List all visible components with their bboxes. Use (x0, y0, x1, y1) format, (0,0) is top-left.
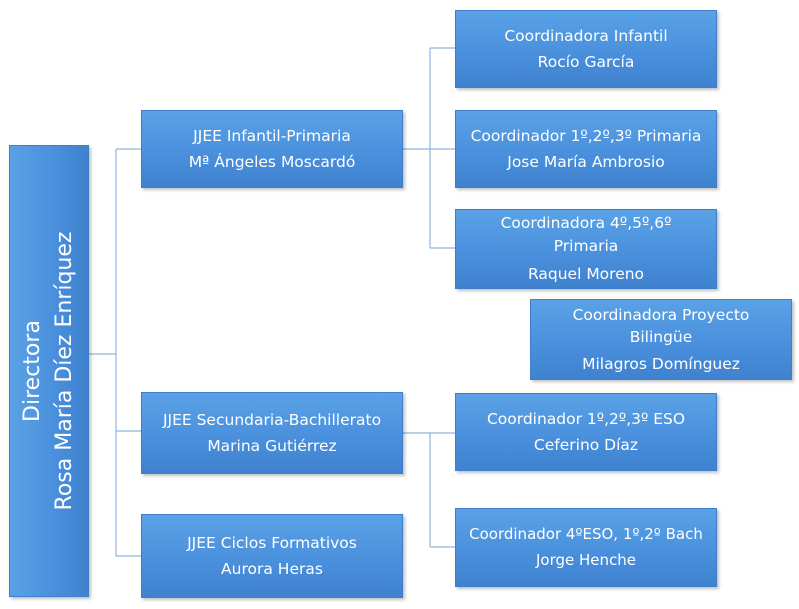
box-person: Jorge Henche (535, 550, 637, 569)
coordinadora-infantil-box: Coordinadora Infantil Rocío García (455, 10, 717, 88)
jjee-secundaria-bachillerato-box: JJEE Secundaria-Bachillerato Marina Guti… (141, 392, 403, 474)
jjee-infantil-primaria-box: JJEE Infantil-Primaria Mª Ángeles Moscar… (141, 110, 403, 188)
box-title: JJEE Secundaria-Bachillerato (162, 410, 382, 429)
box-person: Aurora Heras (221, 560, 323, 578)
box-person: Marina Gutiérrez (207, 437, 337, 455)
box-person: Rocío García (537, 53, 635, 71)
coordinadora-proyecto-bilingue-box: Coordinadora Proyecto Bilingüe Milagros … (530, 299, 792, 380)
director-title: Directora (20, 320, 46, 422)
director-name: Rosa María Díez Enríquez (52, 231, 77, 511)
box-title: JJEE Infantil-Primaria (193, 126, 351, 145)
box-title: Coordinador 1º,2º,3º ESO (486, 409, 686, 428)
director-box: Directora Rosa María Díez Enríquez (9, 145, 89, 597)
box-person: Raquel Moreno (527, 265, 645, 284)
box-title: JJEE Ciclos Formativos (187, 533, 357, 552)
box-title: Coordinador 4ºESO, 1º,2º Bach (469, 524, 703, 543)
coordinadora-456-primaria-box: Coordinadora 4º,5º,6º Primaria Raquel Mo… (455, 209, 717, 289)
coordinador-eso-box: Coordinador 1º,2º,3º ESO Ceferino Díaz (455, 393, 717, 471)
coordinador-123-primaria-box: Coordinador 1º,2º,3º Primaria Jose María… (455, 110, 717, 188)
box-person: Ceferino Díaz (533, 436, 639, 454)
box-person: Jose María Ambrosio (507, 153, 665, 171)
jjee-ciclos-formativos-box: JJEE Ciclos Formativos Aurora Heras (141, 514, 403, 598)
box-title: Coordinadora Proyecto Bilingüe (572, 305, 750, 347)
coordinador-bach-box: Coordinador 4ºESO, 1º,2º Bach Jorge Henc… (455, 508, 717, 587)
box-person: Milagros Domínguez (582, 354, 740, 373)
box-title: Coordinadora Infantil (504, 26, 668, 45)
box-title: Coordinador 1º,2º,3º Primaria (470, 126, 702, 145)
box-person: Mª Ángeles Moscardó (188, 153, 356, 171)
box-title: Coordinadora 4º,5º,6º Primaria (500, 214, 672, 255)
